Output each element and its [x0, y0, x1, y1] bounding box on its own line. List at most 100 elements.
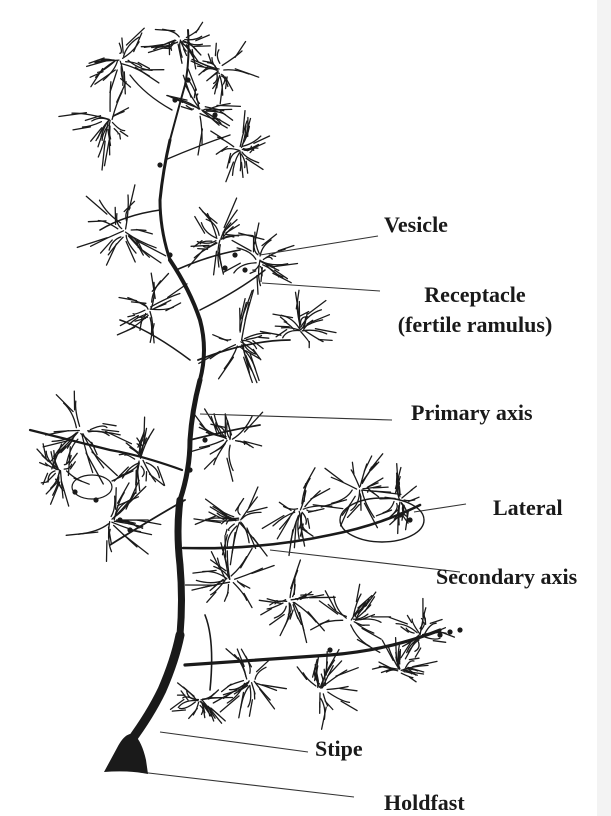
frond-stroke [224, 236, 234, 239]
frond-stroke [218, 137, 234, 147]
frond-fork [41, 482, 47, 483]
frond-fork [196, 22, 203, 32]
frond-fork [411, 486, 416, 490]
frond-fork [73, 127, 91, 130]
frond-stroke [90, 426, 107, 430]
frond-stroke [82, 435, 93, 473]
frond-fork [132, 302, 146, 303]
frond-fork [172, 710, 185, 711]
fronds-group [37, 22, 454, 729]
frond-fork [120, 134, 121, 139]
frond-fork [155, 30, 174, 31]
main-axis-segment [170, 260, 204, 380]
frond-fork [116, 488, 117, 509]
frond-fork [257, 661, 269, 672]
frond-fork [188, 250, 203, 267]
frond-fork [163, 48, 171, 49]
frond-fork [106, 431, 132, 443]
frond-stroke [253, 265, 259, 270]
frond-fork [308, 612, 324, 631]
frond-fork [424, 613, 425, 621]
frond-stroke [283, 330, 300, 337]
frond-fork [260, 689, 275, 709]
frond-fork [88, 221, 106, 222]
frond-fork [220, 111, 232, 120]
frond-fork [102, 430, 119, 432]
frond-fork [91, 69, 103, 87]
frond-fork [325, 468, 343, 482]
frond-stroke [110, 82, 111, 112]
vesicle-dot [397, 512, 402, 517]
frond-fork [273, 314, 293, 318]
frond-fork [146, 472, 147, 481]
frond-fork [396, 638, 397, 661]
frond-stroke [274, 606, 286, 618]
frond-fork [235, 69, 258, 77]
frond-stroke [222, 51, 242, 65]
vesicle-dot [437, 632, 442, 637]
frond-fork [218, 253, 223, 275]
label-receptacle-line1: Receptacle [380, 284, 570, 306]
vesicle-dot [232, 252, 237, 257]
frond-fork [117, 327, 134, 335]
label-stipe: Stipe [315, 738, 363, 760]
frond-stroke [267, 599, 285, 602]
main-axis-segment [130, 635, 180, 742]
frond-stroke [67, 471, 82, 481]
frond-fork [311, 620, 329, 630]
frond-fork [217, 105, 240, 106]
frond-fork [225, 536, 226, 557]
frond-stroke [133, 310, 145, 314]
frond-stroke [180, 702, 196, 709]
frond-stroke [208, 104, 230, 110]
vesicle-dot [202, 437, 207, 442]
frond-fork [319, 340, 333, 341]
label-lateral: Lateral [493, 497, 563, 519]
branch-axis [120, 320, 190, 360]
frond-fork [166, 303, 181, 311]
frond-fork [92, 452, 117, 476]
vesicle-dot [447, 629, 452, 634]
frond-fork [389, 617, 407, 624]
frond-fork [275, 326, 289, 327]
vesicle-dot [185, 77, 190, 82]
vesicle-dot [327, 647, 332, 652]
frond-fork [134, 33, 142, 52]
frond-fork [193, 46, 210, 47]
frond-fork [246, 161, 248, 173]
main-axis-segment [178, 500, 182, 635]
branch-axis [185, 630, 440, 665]
frond-stroke [255, 232, 259, 254]
frond-fork [122, 38, 123, 53]
frond-fork [211, 131, 223, 139]
frond-fork [198, 249, 208, 250]
frond-fork [235, 42, 246, 58]
frond-fork [261, 609, 272, 615]
frond-fork [362, 628, 381, 639]
frond-fork [407, 615, 411, 622]
frond-stroke [356, 619, 382, 622]
frond-fork [225, 592, 229, 601]
frond-fork [321, 500, 346, 507]
frond-stroke [240, 151, 241, 171]
vesicle-dot [117, 517, 122, 522]
frond-stroke [183, 41, 202, 45]
frond-fork [253, 349, 260, 359]
branch-axis [200, 270, 265, 310]
frond-stroke [351, 470, 359, 487]
frond-fork [215, 43, 216, 55]
frond-fork [86, 453, 103, 484]
frond-fork [368, 488, 379, 497]
frond-fork [373, 487, 388, 488]
branch-axis [205, 615, 212, 690]
frond-fork [219, 357, 234, 379]
frond-fork [259, 337, 269, 338]
frond-fork [214, 120, 227, 128]
frond-fork [250, 271, 256, 274]
frond-stroke [83, 122, 102, 127]
leader-line [160, 732, 308, 752]
frond-stroke [114, 129, 118, 134]
label-primary-axis: Primary axis [411, 402, 533, 424]
frond-fork [103, 424, 116, 426]
frond-fork [322, 707, 327, 729]
